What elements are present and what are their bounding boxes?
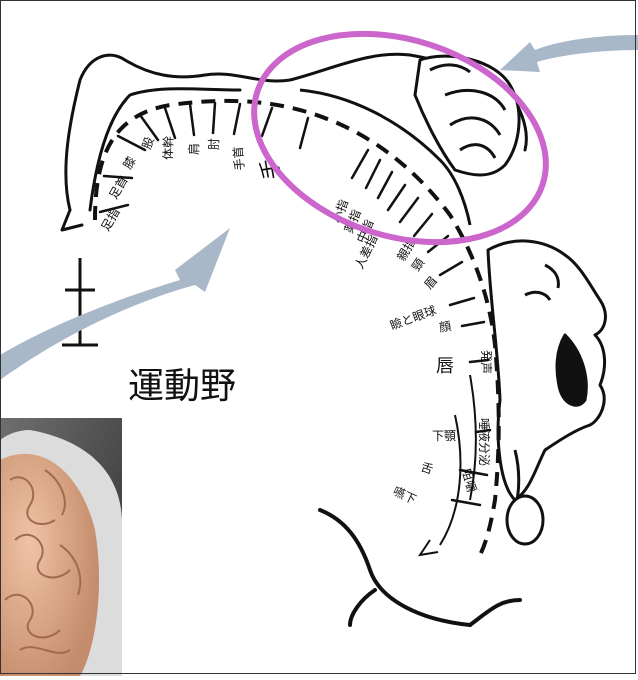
label-foot-fingers: 足指 xyxy=(98,205,123,233)
label-shoulder: 肩 xyxy=(186,143,201,155)
brain-photo xyxy=(0,418,122,676)
label-mastication: 咀嚼 xyxy=(459,467,479,494)
label-tongue: 舌 xyxy=(419,460,435,477)
face-illustration xyxy=(488,241,605,544)
label-trunk: 体幹 xyxy=(160,136,176,161)
label-face: 顔 xyxy=(438,318,452,335)
label-salivation: 唾液分泌 xyxy=(477,418,492,466)
label-wrist: 手首 xyxy=(231,146,247,171)
label-elbow: 肘 xyxy=(206,138,221,150)
hand-highlight-ellipse xyxy=(227,0,573,278)
cortex-dashed-arc xyxy=(95,101,499,555)
label-eye: 瞼と眼球 xyxy=(388,302,438,333)
callout-arrow-top xyxy=(500,35,638,72)
motor-cortex-title: 運動野 xyxy=(128,366,236,407)
label-neck: 頸 xyxy=(409,256,427,274)
label-knee: 膝 xyxy=(120,154,138,171)
label-swallowing: 嚥下 xyxy=(391,484,419,507)
callout-arrow-left xyxy=(0,228,230,380)
hand-illustration xyxy=(300,56,519,225)
label-brow: 眉 xyxy=(422,274,440,292)
label-lips: 唇 xyxy=(436,356,454,377)
label-vocalization: 発声 xyxy=(479,350,493,374)
label-jaw: 下顎 xyxy=(432,429,456,443)
